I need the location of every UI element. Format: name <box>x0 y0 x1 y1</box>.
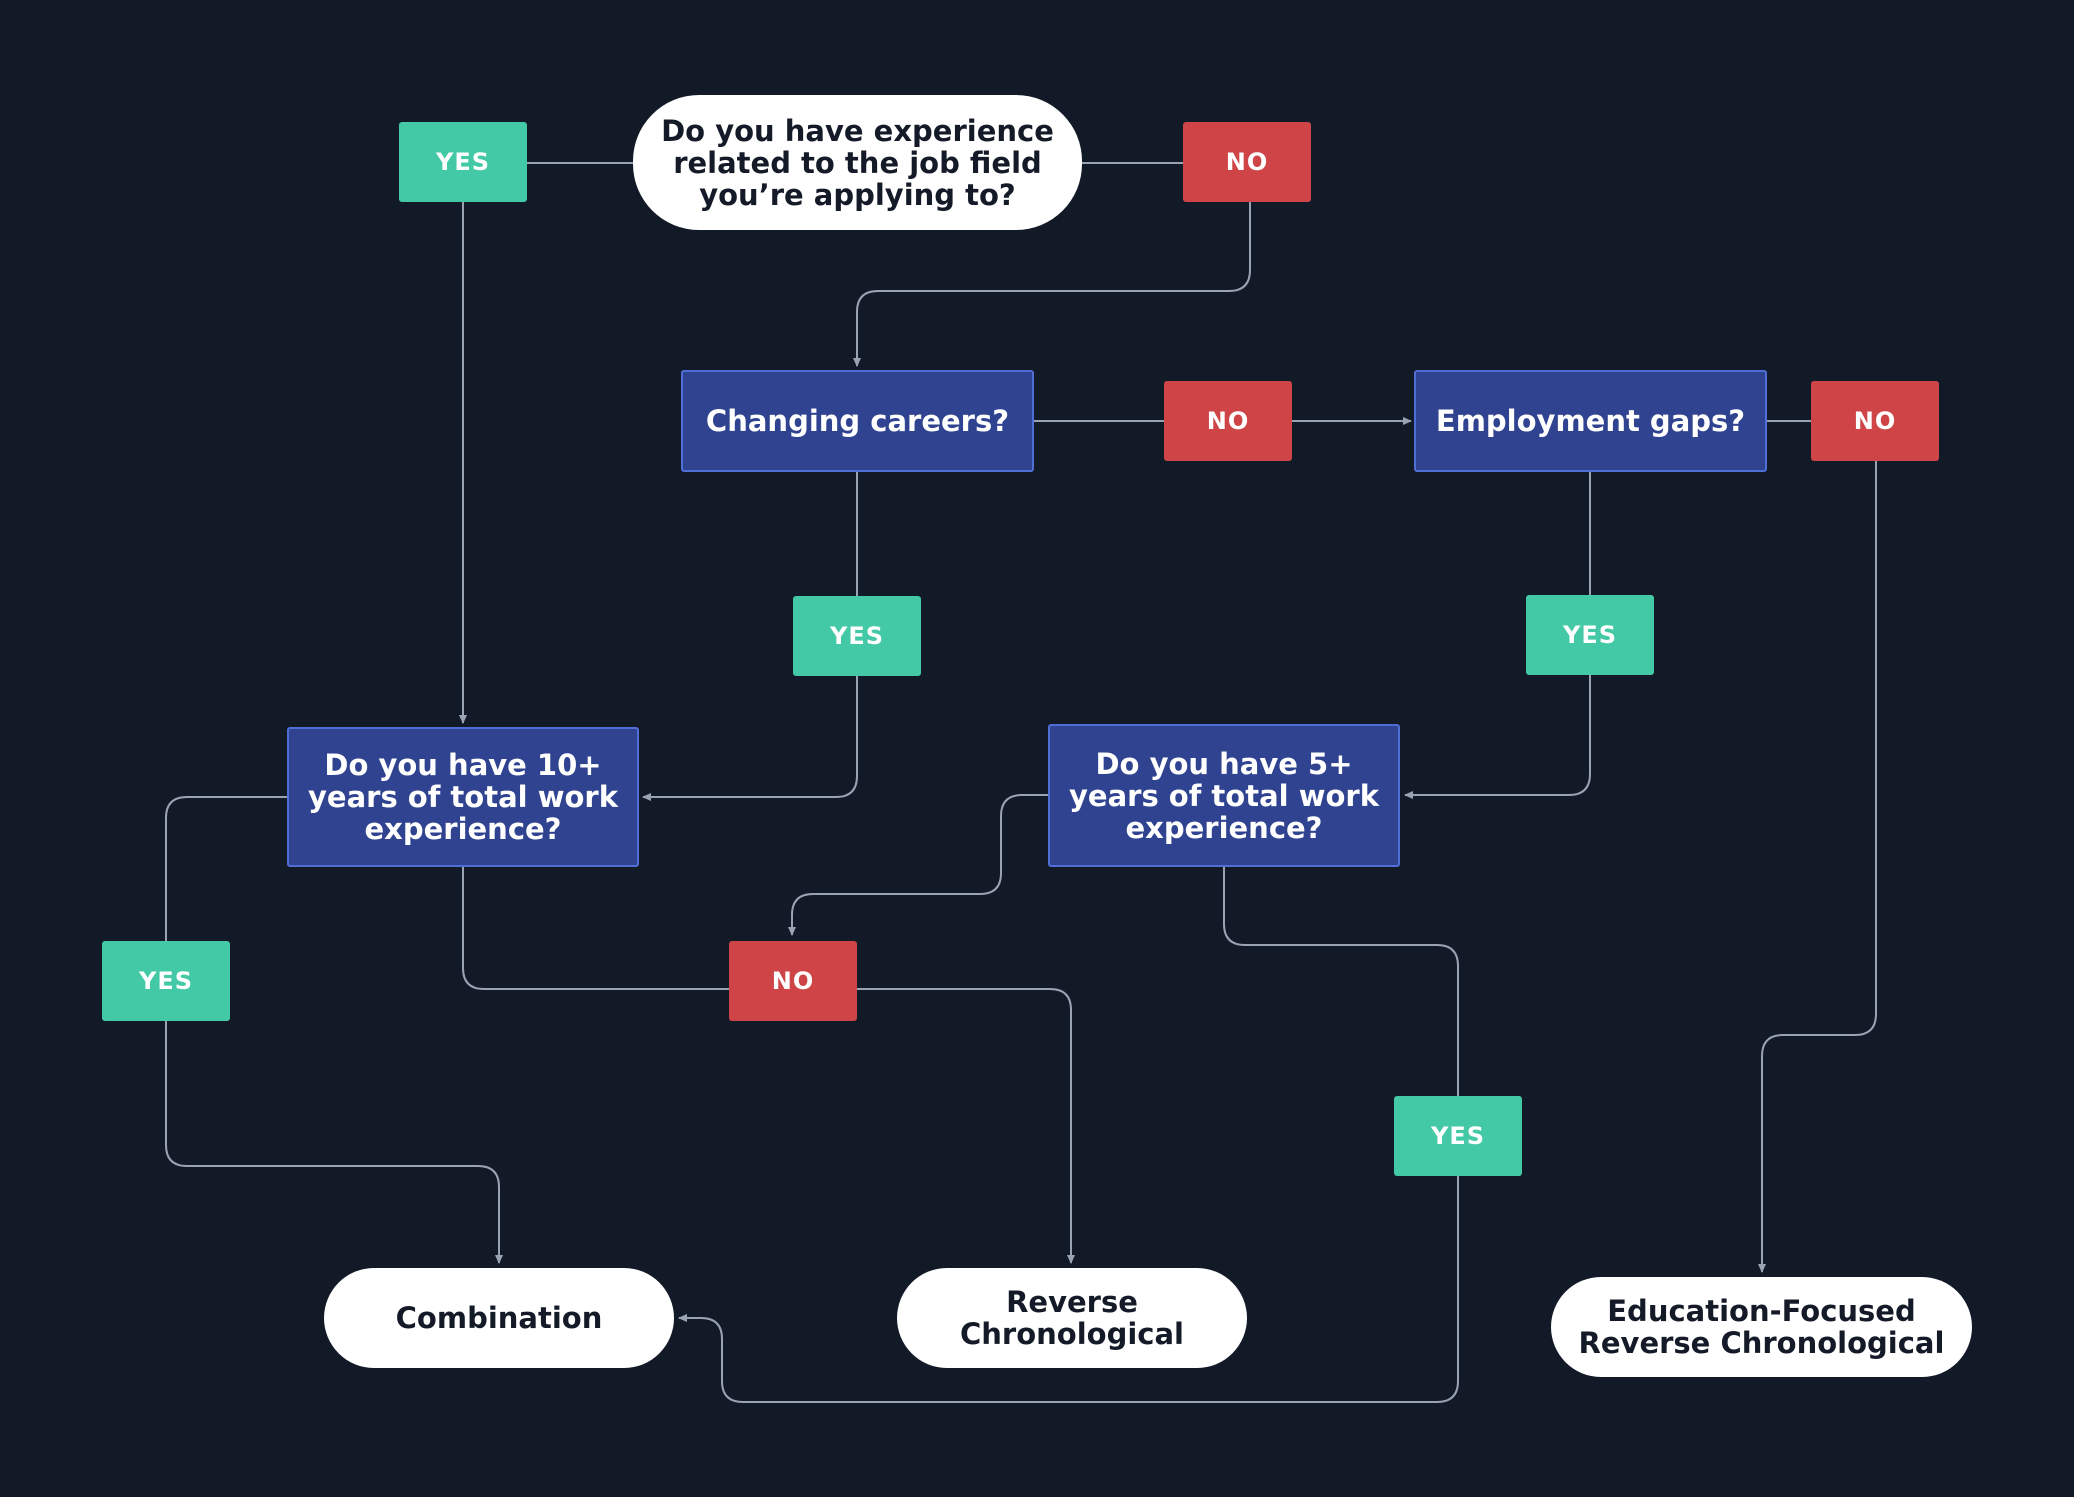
combination-node: Combination <box>324 1268 674 1368</box>
yes-badge-changing-careers: YES <box>793 596 921 676</box>
edge-five-plus-yes-to-combination <box>678 1176 1459 1403</box>
ten-plus-years-node: Do you have 10+ years of total work expe… <box>287 727 639 867</box>
yes-badge-start: YES <box>399 122 527 202</box>
edge-ten-plus-no-to-reverse <box>857 988 1075 1264</box>
changing-careers-node: Changing careers? <box>681 370 1034 472</box>
edge-start-no-to-changing-careers <box>853 202 1251 367</box>
edge-changing-careers-yes-to-ten-plus <box>642 676 858 801</box>
edge-five-plus-no <box>788 794 1048 936</box>
edge-ten-plus-no <box>462 867 729 990</box>
no-badge-changing-careers: NO <box>1164 381 1292 461</box>
edge-ten-plus-yes-to-combination <box>165 1021 503 1264</box>
edge-employment-gaps-yes-to-five-plus <box>1404 675 1591 799</box>
employment-gaps-node: Employment gaps? <box>1414 370 1767 472</box>
five-plus-years-node: Do you have 5+ years of total work exper… <box>1048 724 1400 867</box>
yes-badge-ten-plus: YES <box>102 941 230 1021</box>
yes-badge-five-plus: YES <box>1394 1096 1522 1176</box>
education-focused-node: Education-Focused Reverse Chronological <box>1551 1277 1972 1377</box>
start-question-node: Do you have experience related to the jo… <box>633 95 1082 230</box>
no-badge-start: NO <box>1183 122 1311 202</box>
yes-badge-employment-gaps: YES <box>1526 595 1654 675</box>
no-badge-employment-gaps: NO <box>1811 381 1939 461</box>
edge-five-plus-yes <box>1223 867 1459 1096</box>
no-badge-ten-plus: NO <box>729 941 857 1021</box>
reverse-chronological-node: Reverse Chronological <box>897 1268 1247 1368</box>
edge-employment-gaps-no-to-education <box>1758 460 1877 1273</box>
edge-ten-plus-yes <box>165 796 287 941</box>
